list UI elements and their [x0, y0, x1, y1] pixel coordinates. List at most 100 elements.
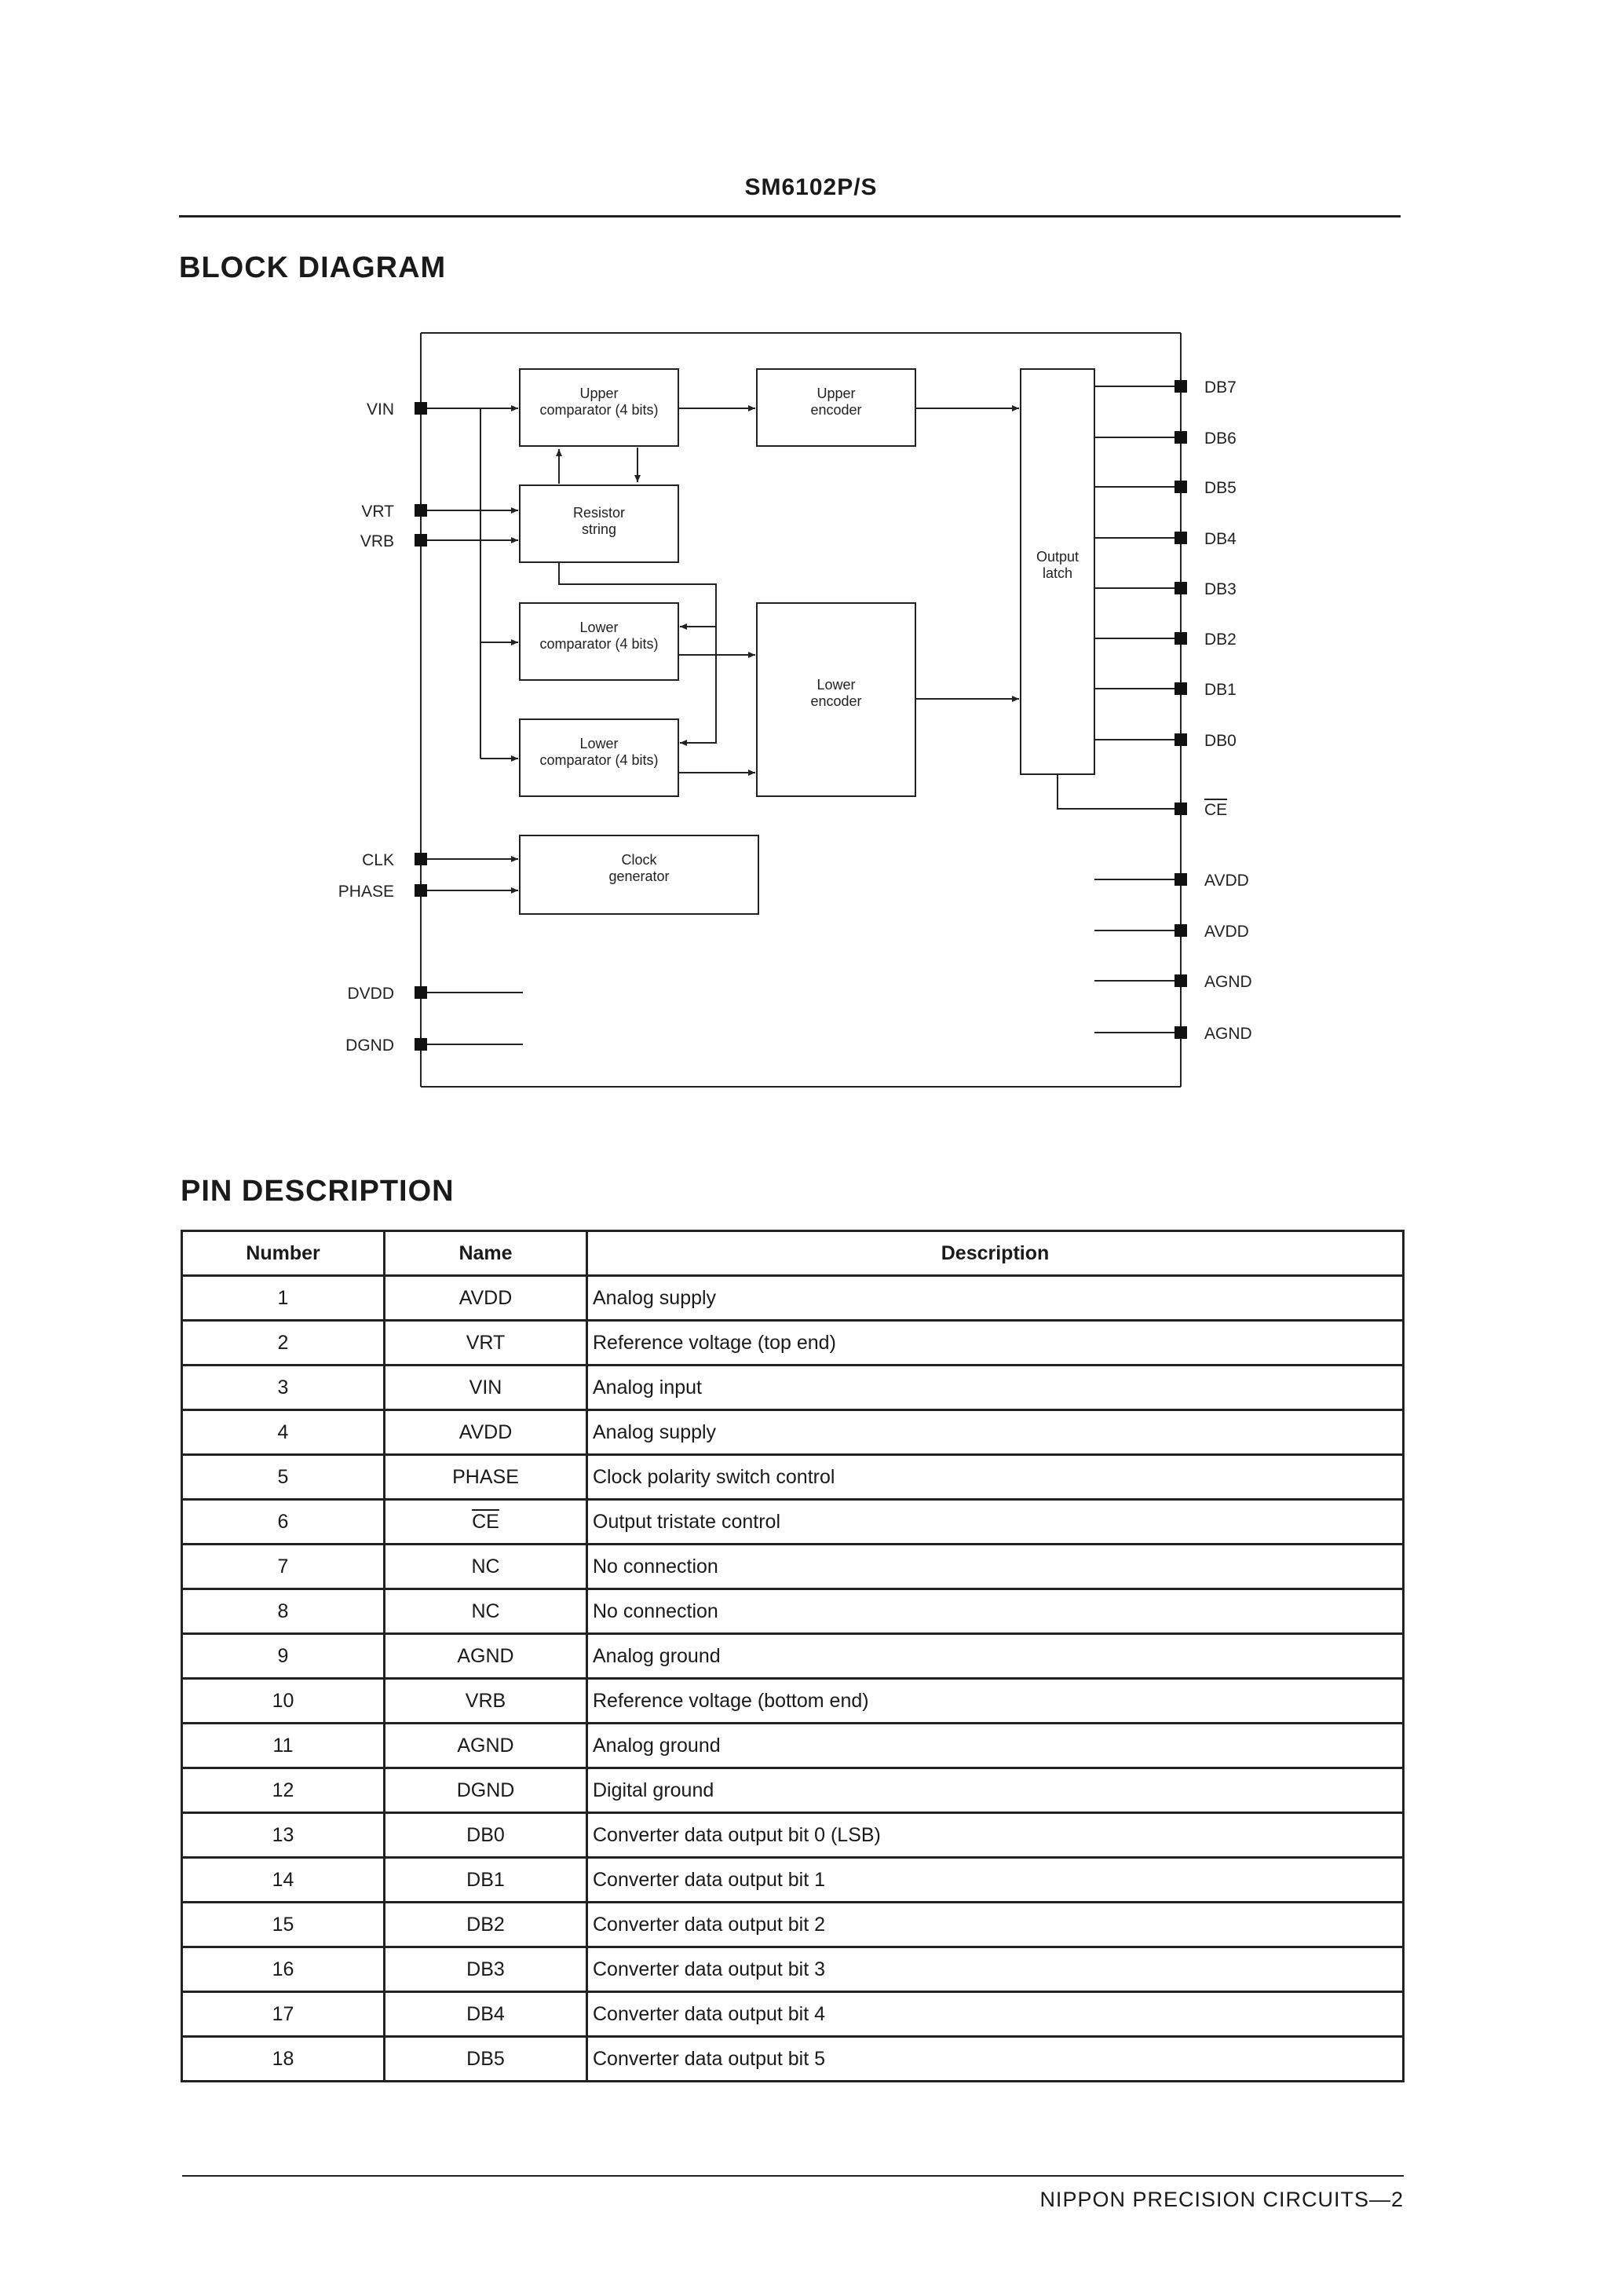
pin-db7 — [1174, 380, 1187, 393]
pin-description-title: PIN DESCRIPTION — [181, 1175, 455, 1208]
column-header-description: Description — [586, 1230, 1405, 1277]
pin-number-cell: 12 — [181, 1767, 385, 1814]
pin-description-cell: Output tristate control — [586, 1498, 1405, 1545]
column-header-name: Name — [383, 1230, 588, 1277]
pin-description-cell: Analog supply — [586, 1274, 1405, 1322]
pin-description-cell: Converter data output bit 5 — [586, 2035, 1405, 2082]
pin-label-db7: DB7 — [1204, 378, 1237, 397]
pin-label-dgnd: DGND — [345, 1036, 394, 1055]
pin-number-cell: 6 — [181, 1498, 385, 1545]
upper-encoder-label-2: encoder — [810, 402, 861, 418]
pin-name-cell: VRB — [383, 1677, 588, 1724]
pin-name-cell: DB0 — [383, 1812, 588, 1859]
footer-rule — [182, 2175, 1404, 2177]
pin-description-cell: Reference voltage (bottom end) — [586, 1677, 1405, 1724]
lower-comparator-2-label-2: comparator (4 bits) — [539, 752, 658, 768]
output-latch-block: Output latch — [1020, 368, 1095, 775]
upper-comparator-label-2: comparator (4 bits) — [539, 402, 658, 418]
pin-name-cell: AGND — [383, 1632, 588, 1680]
pin-label-db0: DB0 — [1204, 732, 1237, 750]
pin-name-cell: PHASE — [383, 1453, 588, 1501]
pin-number-cell: 15 — [181, 1901, 385, 1948]
document-title: SM6102P/S — [744, 174, 878, 200]
pin-label-db1: DB1 — [1204, 681, 1237, 699]
pin-number-cell: 7 — [181, 1543, 385, 1590]
pin-label-vin: VIN — [367, 400, 394, 419]
output-latch-label-1: Output — [1036, 549, 1079, 565]
pin-description-cell: Converter data output bit 0 (LSB) — [586, 1812, 1405, 1859]
clock-generator-label-1: Clock — [621, 852, 657, 868]
resistor-string-label-1: Resistor — [573, 505, 625, 521]
lower-comparator-2-label-1: Lower — [579, 736, 618, 751]
pin-description-cell: Converter data output bit 3 — [586, 1946, 1405, 1993]
pin-label-db2: DB2 — [1204, 631, 1237, 649]
pin-description-cell: No connection — [586, 1543, 1405, 1590]
pin-label-phase: PHASE — [338, 883, 394, 901]
pin-db2 — [1174, 632, 1187, 645]
pin-number-cell: 13 — [181, 1812, 385, 1859]
pin-label-dvdd: DVDD — [347, 985, 394, 1003]
pin-name-cell: DB4 — [383, 1991, 588, 2038]
pin-name-cell: DB2 — [383, 1901, 588, 1948]
right-pins: DB7 DB6 DB5 DB4 DB3 DB2 DB1 DB0 CE AVDD … — [1174, 378, 1252, 1043]
lower-encoder-label-1: Lower — [816, 677, 855, 693]
lower-comparator-2-block: Lower comparator (4 bits) — [519, 718, 679, 797]
pin-name-cell: AVDD — [383, 1409, 588, 1456]
upper-encoder-block: Upper encoder — [756, 368, 916, 447]
table-header-row: Number Name Description — [181, 1230, 1405, 1277]
pin-db0 — [1174, 733, 1187, 746]
column-header-number: Number — [181, 1230, 385, 1277]
pin-db1 — [1174, 682, 1187, 695]
lower-encoder-block: Lower encoder — [756, 602, 916, 797]
pin-vrb — [415, 534, 427, 547]
pin-number-cell: 10 — [181, 1677, 385, 1724]
upper-comparator-block: Upper comparator (4 bits) — [519, 368, 679, 447]
pin-name-cell: NC — [383, 1543, 588, 1590]
upper-comparator-label-1: Upper — [579, 386, 618, 401]
pin-number-cell: 1 — [181, 1274, 385, 1322]
lower-comparator-1-block: Lower comparator (4 bits) — [519, 602, 679, 681]
pin-label-vrb: VRB — [360, 532, 394, 550]
pin-number-cell: 8 — [181, 1588, 385, 1635]
pin-description-cell: Analog input — [586, 1364, 1405, 1411]
clock-generator-block: Clock generator — [519, 835, 759, 915]
pin-agnd-1 — [1174, 974, 1187, 987]
pin-dgnd — [415, 1038, 427, 1051]
pin-description-cell: Converter data output bit 2 — [586, 1901, 1405, 1948]
pin-db6 — [1174, 431, 1187, 444]
resistor-string-label-2: string — [582, 521, 616, 537]
pin-ce — [1174, 803, 1187, 815]
pin-description-cell: Analog supply — [586, 1409, 1405, 1456]
pin-avdd-1 — [1174, 873, 1187, 886]
pin-name-cell: DGND — [383, 1767, 588, 1814]
output-latch-label-2: latch — [1043, 565, 1072, 581]
pin-label-db3: DB3 — [1204, 580, 1237, 598]
pin-description-cell: Analog ground — [586, 1632, 1405, 1680]
pin-name-cell: NC — [383, 1588, 588, 1635]
pin-name-cell: AVDD — [383, 1274, 588, 1322]
pin-name-cell: DB3 — [383, 1946, 588, 1993]
pin-number-cell: 14 — [181, 1856, 385, 1903]
pin-number-cell: 4 — [181, 1409, 385, 1456]
lower-comparator-1-label-2: comparator (4 bits) — [539, 636, 658, 652]
pin-dvdd — [415, 986, 427, 999]
pin-description-cell: Converter data output bit 4 — [586, 1991, 1405, 2038]
lower-encoder-label-2: encoder — [810, 693, 861, 709]
block-diagram-title: BLOCK DIAGRAM — [179, 251, 447, 284]
pin-label-vrt: VRT — [361, 503, 394, 521]
pin-label-db6: DB6 — [1204, 430, 1237, 448]
pin-agnd-2 — [1174, 1026, 1187, 1039]
pin-avdd-2 — [1174, 924, 1187, 937]
